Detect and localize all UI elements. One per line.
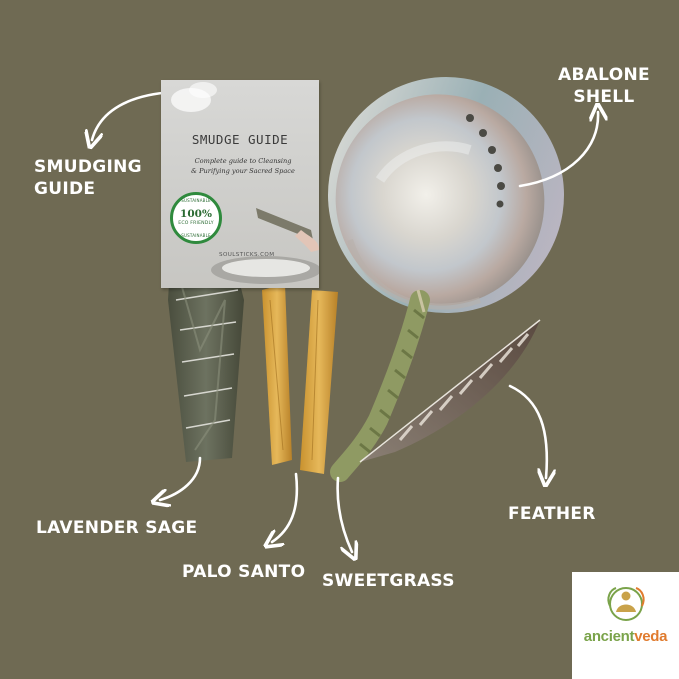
curved-arrow-icon: [508, 384, 547, 478]
guide-footer-url: SOULSTICKS.COM: [219, 252, 275, 258]
curved-arrow-icon: [518, 112, 598, 188]
brand-wordmark-veda: veda: [634, 628, 668, 645]
abalone-shell: [328, 77, 564, 313]
brand-logo: ancientveda: [572, 572, 679, 679]
seal-percent: 100%: [180, 208, 212, 220]
seal-caption: ECO FRIENDLY: [178, 221, 214, 226]
curved-arrow-icon: [160, 456, 202, 500]
eco-seal-icon: SUSTAINABLE 100% ECO FRIENDLY SUSTAINABL…: [170, 192, 222, 244]
label-lavender-sage: LAVENDER SAGE: [36, 518, 198, 538]
lavender-sage-bundle: [168, 268, 244, 462]
sweetgrass-braid: [330, 289, 430, 482]
guide-subtitle-line1: Complete guide to Cleansing: [194, 157, 292, 165]
curved-arrow-icon: [272, 472, 299, 542]
seal-ring-text-bottom: SUSTAINABLE: [181, 233, 211, 238]
label-smudging-guide-line1: SMUDGING: [34, 157, 142, 177]
label-palo-santo: PALO SANTO: [182, 562, 306, 582]
label-abalone-shell: ABALONE SHELL: [558, 64, 650, 108]
label-smudging-guide: SMUDGING GUIDE: [34, 156, 142, 200]
guide-subtitle: Complete guide to Cleansing & Purifying …: [173, 156, 313, 176]
label-abalone-line1: ABALONE: [558, 65, 650, 85]
seal-ring-text: SUSTAINABLE: [181, 198, 211, 203]
label-feather: FEATHER: [508, 504, 596, 524]
curved-arrow-icon: [92, 90, 174, 140]
label-smudging-guide-line2: GUIDE: [34, 179, 96, 199]
label-abalone-line2: SHELL: [573, 87, 635, 107]
label-sweetgrass: SWEETGRASS: [322, 571, 455, 591]
feather: [359, 319, 541, 463]
brand-wordmark-ancient: ancient: [583, 628, 635, 645]
curved-arrow-icon: [336, 476, 352, 552]
smudge-guide-booklet: SMUDGE GUIDE Complete guide to Cleansing…: [161, 80, 319, 288]
brand-wordmark: ancientveda: [572, 628, 679, 645]
guide-photo: [171, 82, 319, 284]
guide-title: SMUDGE GUIDE: [191, 132, 289, 147]
guide-subtitle-line2: & Purifying your Sacred Space: [191, 167, 295, 175]
buddha-logo-icon: [607, 587, 645, 621]
palo-santo-sticks: [262, 284, 338, 474]
